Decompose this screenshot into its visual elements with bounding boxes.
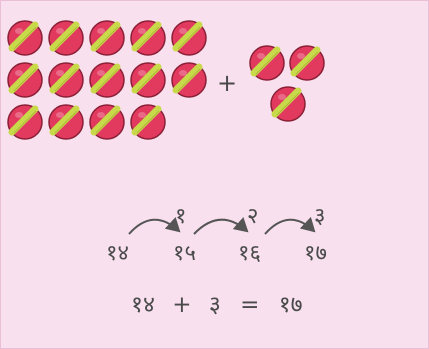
ball <box>47 61 85 99</box>
jump-arrow-1 <box>128 216 181 235</box>
jump-arrow-3 <box>264 216 316 235</box>
ball <box>248 44 286 82</box>
equation-equals: = <box>240 292 260 318</box>
number-15: १५ <box>173 241 196 266</box>
ball <box>88 61 126 99</box>
number-17: १७ <box>304 241 327 266</box>
ball <box>170 19 208 57</box>
plus-sign: + <box>217 69 238 97</box>
ball <box>47 19 85 57</box>
number-14: १४ <box>106 241 129 266</box>
ball <box>88 19 126 57</box>
number-16: १६ <box>238 241 261 266</box>
equation-right: ३ <box>208 292 221 318</box>
step-label-2: २ <box>247 204 259 229</box>
ball <box>6 103 44 141</box>
ball <box>129 19 167 57</box>
jump-arrow-2 <box>193 217 249 235</box>
ball <box>269 85 307 123</box>
ball <box>47 103 85 141</box>
ball <box>88 103 126 141</box>
ball <box>6 19 44 57</box>
ball <box>6 61 44 99</box>
step-label-1: १ <box>175 204 187 229</box>
equation-plus: + <box>172 292 192 318</box>
equation-left: १४ <box>131 292 155 318</box>
equation-result: १७ <box>278 292 303 318</box>
ball <box>129 61 167 99</box>
ball <box>288 44 326 82</box>
ball <box>170 61 208 99</box>
step-label-3: ३ <box>314 204 326 229</box>
equation: १४ + ३ = १७ <box>131 287 303 319</box>
ball <box>129 103 167 141</box>
